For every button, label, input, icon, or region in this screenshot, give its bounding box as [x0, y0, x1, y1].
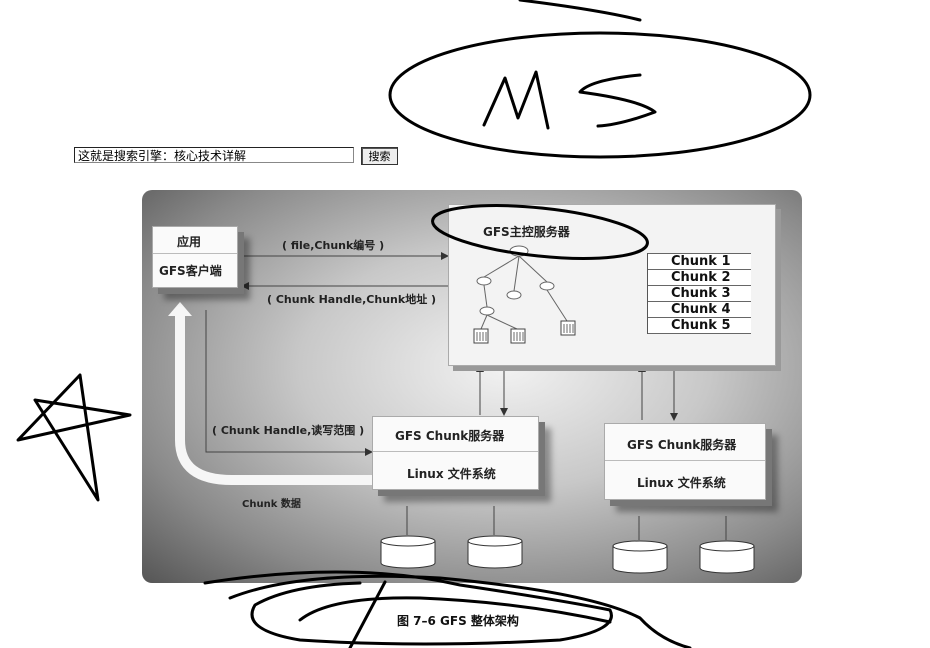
request-label: ( file,Chunk编号 )	[282, 239, 385, 252]
disk-icon	[467, 535, 523, 569]
handwritten-s	[578, 73, 657, 128]
disk-icon	[699, 540, 755, 574]
chunk-server-label: GFS Chunk服务器	[395, 429, 505, 443]
app-label: 应用	[177, 235, 202, 249]
chunk-list-item: Chunk 2	[648, 270, 751, 286]
chunk-server-label: GFS Chunk服务器	[627, 438, 737, 452]
chunk-data-label: Chunk 数据	[242, 499, 301, 510]
read-range-label: ( Chunk Handle,读写范围 )	[212, 424, 365, 437]
ms-oval	[388, 31, 812, 159]
chunk-server-box: GFS Chunk服务器 Linux 文件系统	[372, 416, 539, 490]
reply-label: ( Chunk Handle,Chunk地址 )	[267, 293, 437, 306]
namespace-tree	[473, 245, 576, 344]
star-doodle	[16, 373, 132, 502]
chunk-server-box: GFS Chunk服务器 Linux 文件系统	[604, 423, 766, 500]
chunk-list-item: Chunk 4	[648, 302, 751, 318]
master-label: GFS主控服务器	[483, 225, 570, 239]
chunk-list-item: Chunk 1	[648, 253, 751, 270]
client-box: 应用 GFS客户端	[152, 226, 238, 288]
disk-icon	[612, 540, 668, 574]
gfs-architecture-diagram: 应用 GFS客户端 ( file,Chunk编号 ) ( Chunk Handl…	[142, 190, 802, 583]
client-label: GFS客户端	[159, 264, 222, 278]
figure-caption: 图 7–6 GFS 整体架构	[397, 614, 519, 628]
handwritten-m	[482, 70, 550, 130]
chunk-list-item: Chunk 5	[648, 318, 751, 334]
linux-fs-label: Linux 文件系统	[637, 476, 726, 490]
linux-fs-label: Linux 文件系统	[407, 467, 496, 481]
read-range-arrow	[205, 310, 373, 456]
chunk-list: Chunk 1 Chunk 2 Chunk 3 Chunk 4 Chunk 5	[647, 253, 751, 334]
search-input[interactable]	[74, 147, 354, 163]
chunk-list-item: Chunk 3	[648, 286, 751, 302]
search-button[interactable]: 搜索	[361, 147, 398, 165]
disk-icon	[380, 535, 436, 569]
